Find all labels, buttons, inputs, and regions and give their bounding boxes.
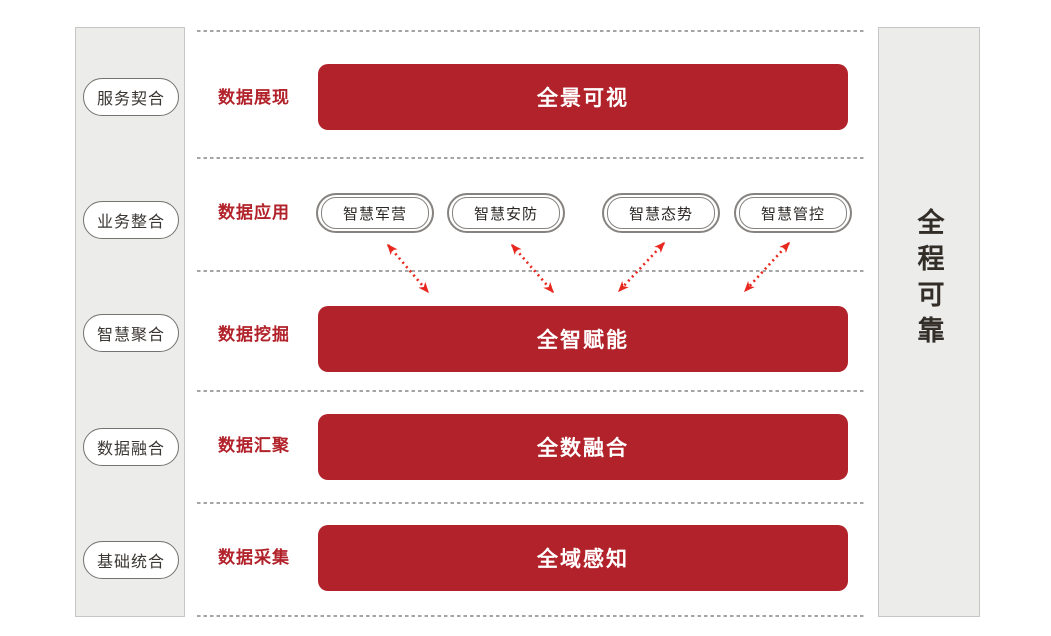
separator-line (197, 157, 866, 159)
arrow-security-to-intelligence (511, 243, 554, 294)
bar-full-intelligence: 全智赋能 (318, 306, 848, 372)
bar-full-domain-sensing: 全域感知 (318, 525, 848, 591)
row-label-data-presentation: 数据展现 (218, 88, 290, 107)
capability-pill-service-fit: 服务契合 (83, 78, 179, 116)
app-pill-smart-situation-label: 智慧态势 (607, 197, 715, 229)
right-reliability-rail: 全程可靠 (878, 27, 980, 617)
capability-pill-data-fusion: 数据融合 (83, 428, 179, 466)
app-pill-smart-control: 智慧管控 (734, 193, 852, 233)
app-pill-smart-barracks-label: 智慧军营 (321, 197, 429, 229)
app-pill-smart-barracks: 智慧军营 (316, 193, 434, 233)
bar-panoramic-visibility: 全景可视 (318, 64, 848, 130)
vertical-title-text: 全程可靠 (913, 208, 944, 352)
vertical-title: 全程可靠 (879, 28, 979, 616)
separator-line (197, 615, 866, 617)
app-pill-smart-control-label: 智慧管控 (739, 197, 847, 229)
app-pill-smart-security: 智慧安防 (447, 193, 565, 233)
arrow-control-to-intelligence (743, 241, 791, 293)
row-label-data-mining: 数据挖掘 (218, 325, 290, 344)
separator-line (197, 30, 866, 32)
arrow-barracks-to-intelligence (387, 243, 429, 294)
capability-pill-basic-unification: 基础统合 (83, 541, 179, 579)
row-label-data-application: 数据应用 (218, 203, 290, 222)
row-label-data-collection: 数据采集 (218, 548, 290, 567)
separator-line (197, 502, 866, 504)
app-pill-smart-situation: 智慧态势 (602, 193, 720, 233)
app-pill-smart-security-label: 智慧安防 (452, 197, 560, 229)
capability-pill-smart-aggregation: 智慧聚合 (83, 314, 179, 352)
capability-pill-business-integration: 业务整合 (83, 201, 179, 239)
separator-line (197, 270, 866, 272)
bar-full-data-fusion: 全数融合 (318, 414, 848, 480)
separator-line (197, 390, 866, 392)
row-label-data-convergence: 数据汇聚 (218, 436, 290, 455)
left-capability-rail: 服务契合 业务整合 智慧聚合 数据融合 基础统合 (75, 27, 185, 617)
arrow-situation-to-intelligence (617, 241, 666, 293)
